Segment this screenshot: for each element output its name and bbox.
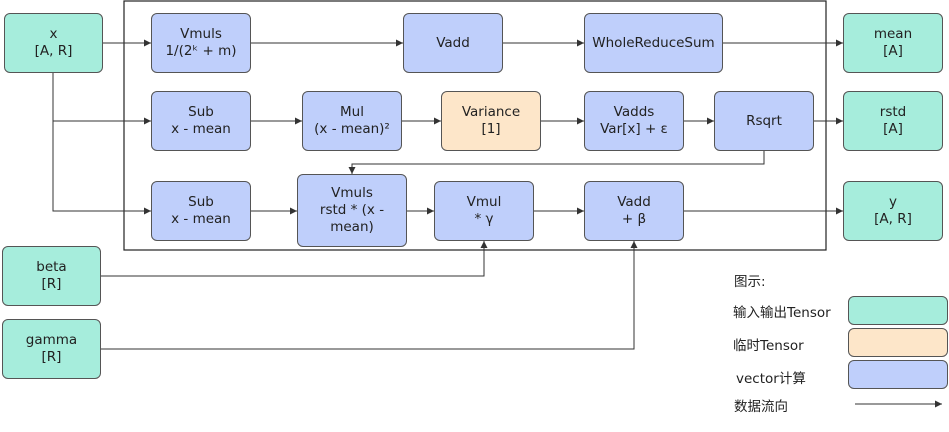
node-rsqrt: Rsqrt [714,91,814,151]
legend-temp-swatch [848,328,948,357]
node-beta: beta [R] [2,246,101,306]
node-whole-reduce-sum: WholeReduceSum [584,13,723,73]
node-vmul-expr: * γ [474,211,494,227]
node-mul: Mul (x - mean)² [302,91,402,151]
edge-rsqrt-vmuls2 [348,151,765,174]
legend-vector-label: vector计算 [736,371,806,387]
node-mul-op: Mul [340,104,364,120]
node-vadds: Vadds Var[x] + ε [584,91,684,151]
node-vmul-op: Vmul [466,194,502,210]
kernel-boundary [123,0,827,251]
node-x: x [A, R] [4,13,103,73]
node-x-name: x [49,26,58,42]
node-vadds-expr: Var[x] + ε [600,121,668,137]
node-gamma-name: gamma [25,332,78,348]
node-vmuls-1-op: Vmuls [180,26,222,42]
node-mean: mean [A] [843,13,943,73]
node-vmuls-2: Vmuls rstd * (x - mean) [297,174,407,247]
node-vmuls-1: Vmuls 1/(2ᵏ + m) [151,13,251,73]
node-rsqrt-op: Rsqrt [746,112,782,129]
node-rstd: rstd [A] [843,91,943,151]
node-y: y [A, R] [843,181,943,241]
node-rstd-name: rstd [879,104,907,120]
node-sub-2-expr: x - mean [171,211,231,227]
node-sub-1-op: Sub [188,104,214,120]
node-variance: Variance [1] [441,91,541,151]
node-sub-1: Sub x - mean [151,91,251,151]
edge-gamma-vadd2 [101,241,638,350]
legend-io-label: 输入输出Tensor [733,305,831,321]
node-sub-2-op: Sub [188,194,214,210]
node-mean-shape: [A] [883,43,903,59]
node-sub-1-expr: x - mean [171,121,231,137]
edge-x-sub2 [52,121,151,215]
node-vmuls-2-expr: rstd * (x - [319,202,385,218]
node-y-name: y [889,194,897,210]
node-sub-2: Sub x - mean [151,181,251,241]
edge-beta-vmul [101,241,488,277]
edge-x-sub1 [52,73,151,125]
node-vadd-2-op: Vadd [617,194,651,210]
node-gamma-shape: [R] [41,349,62,365]
node-whole-reduce-sum-op: WholeReduceSum [592,34,715,51]
node-beta-shape: [R] [41,276,62,292]
node-vmuls-1-expr: 1/(2ᵏ + m) [165,43,237,59]
legend-flow-label: 数据流向 [734,399,788,415]
node-mul-expr: (x - mean)² [314,121,390,137]
node-vadd-2: Vadd + β [584,181,684,241]
legend-title: 图示: [734,274,766,290]
legend-io-swatch [848,296,948,325]
node-beta-name: beta [36,259,67,275]
node-vadd-1-op: Vadd [436,34,470,51]
node-x-shape: [A, R] [34,43,73,59]
node-mean-name: mean [873,26,913,42]
legend-temp-label: 临时Tensor [733,338,804,354]
node-y-shape: [A, R] [874,211,912,227]
node-vmuls-2-op: Vmuls [331,185,373,201]
node-vmul: Vmul * γ [434,181,534,241]
node-rstd-shape: [A] [883,121,903,137]
node-vadd-2-expr: + β [621,211,647,227]
node-vadd-1: Vadd [403,13,503,73]
node-variance-shape: [1] [481,121,501,137]
legend-vector-swatch [848,360,948,389]
node-vadds-op: Vadds [613,104,655,120]
node-variance-name: Variance [461,104,521,120]
node-vmuls-2-expr-cont: mean) [330,219,374,235]
node-gamma: gamma [R] [2,319,101,379]
